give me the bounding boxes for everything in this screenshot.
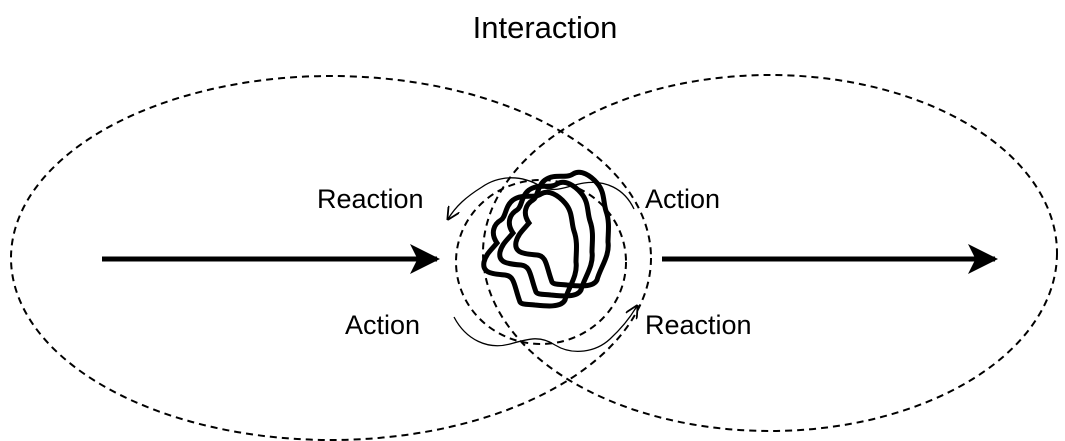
head-back [513,169,611,289]
head-front [481,189,579,309]
action-label-lower-left: Action [345,310,420,340]
right-ellipse [482,74,1058,432]
left-ellipse [10,75,652,441]
action-label-upper-right: Action [645,184,720,214]
center-circle [455,179,627,345]
diagram-title: Interaction [473,10,618,45]
head-middle [497,179,595,299]
heads-group [481,169,611,309]
reaction-label-lower-right: Reaction [645,310,752,340]
lower-feedback-arc [453,306,637,353]
reaction-label-upper-left: Reaction [317,184,424,214]
